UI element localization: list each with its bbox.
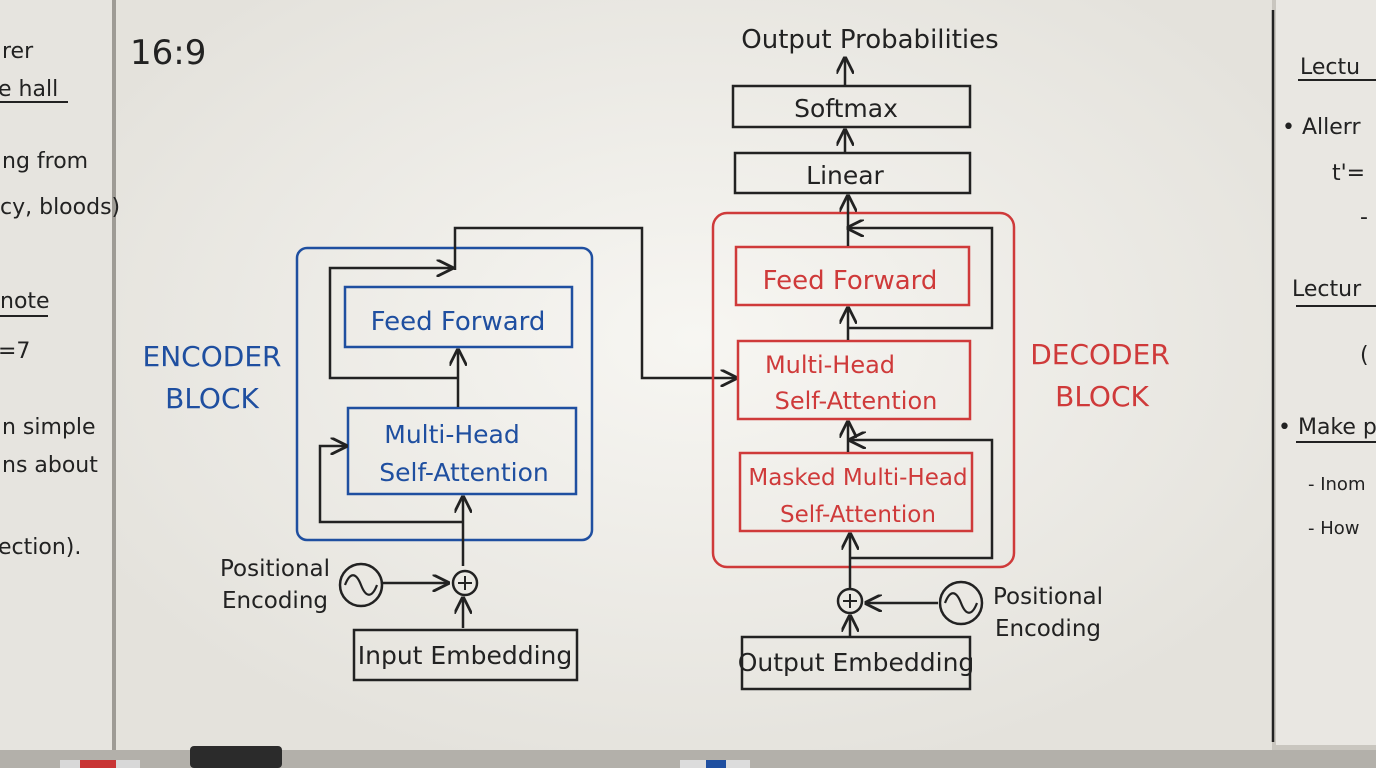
encoder-add-icon [451, 569, 479, 597]
encoder-sine-curve [343, 574, 379, 596]
encoder-label: BLOCK [165, 382, 259, 415]
encoder-ff-residual-arrow [328, 268, 458, 380]
left-note-line: rer [2, 39, 34, 64]
right-note-line: Lectu [1300, 55, 1360, 80]
encoder-block: ENCODER BLOCK Feed Forward Multi-Head Se… [143, 246, 594, 682]
output-embedding-box[interactable] [740, 635, 972, 691]
input-embedding-label: Input Embedding [358, 641, 572, 670]
decoder-ff-residual-arrow [848, 228, 994, 330]
decoder-block: DECODER BLOCK Feed Forward Multi-Head Se… [711, 211, 1170, 691]
encoder-positional-label: Encoding [222, 588, 328, 614]
right-note-line: t'= [1332, 161, 1365, 186]
softmax-label: Softmax [794, 94, 898, 123]
linear-label: Linear [806, 161, 884, 190]
encoder-label: ENCODER [143, 340, 282, 373]
decoder-label: DECODER [1030, 338, 1170, 371]
encoder-feed-forward-box[interactable] [343, 285, 574, 349]
left-note-line: note [0, 289, 50, 314]
linear-box[interactable] [733, 151, 972, 195]
output-embedding-label: Output Embedding [738, 648, 975, 677]
right-note-line: • Make p [1278, 415, 1376, 440]
output-head: Output Probabilities Softmax Linear [731, 25, 999, 246]
decoder-cross-attention-box[interactable] [736, 339, 972, 421]
left-board-panel [0, 0, 112, 750]
encoder-to-decoder-arrow [453, 226, 736, 378]
right-panel-notes: Lectu • Allerr t'= - Lectur ( • Make p -… [1278, 55, 1376, 539]
decoder-feed-forward-box[interactable] [734, 245, 971, 307]
left-note-line: ng from [2, 149, 88, 174]
decoder-sine-curve [943, 592, 979, 614]
left-note-line: ection). [0, 535, 81, 560]
decoder-masked-attention-box[interactable] [738, 451, 974, 533]
decoder-cross-attention-label: Self-Attention [775, 387, 938, 415]
decoder-feed-forward-label: Feed Forward [763, 266, 938, 296]
left-note-line: cy, bloods) [0, 195, 120, 220]
main-board-panel [116, 0, 1272, 752]
decoder-masked-attention-label: Masked Multi-Head [748, 465, 967, 491]
left-note-line: e hall [0, 77, 58, 102]
decoder-positional-label: Encoding [995, 616, 1101, 642]
encoder-feed-forward-label: Feed Forward [371, 307, 546, 337]
right-board-panel [1276, 0, 1376, 745]
right-note-line: • Allerr [1282, 115, 1361, 140]
right-note-line: - How [1308, 518, 1360, 539]
encoder-attention-label: Self-Attention [379, 458, 548, 487]
encoder-attention-residual-arrow [318, 446, 463, 524]
right-note-line: - [1360, 205, 1368, 230]
left-note-line: =7 [0, 339, 30, 364]
input-embedding-box[interactable] [352, 628, 579, 682]
right-note-line: Lectur [1292, 277, 1362, 302]
left-note-line: n simple [2, 415, 96, 440]
decoder-masked-attention-label: Self-Attention [780, 502, 936, 528]
output-probabilities-label: Output Probabilities [741, 25, 998, 55]
encoder-attention-label: Multi-Head [384, 420, 520, 449]
marker-red[interactable] [80, 760, 116, 768]
encoder-positional-label: Positional [220, 556, 330, 582]
decoder-cross-attention-label: Multi-Head [765, 351, 895, 379]
decoder-masked-residual-arrow [850, 440, 994, 560]
marker-blue-band[interactable] [706, 760, 726, 768]
aspect-ratio-label: 16:9 [130, 33, 206, 73]
softmax-box[interactable] [731, 84, 972, 129]
decoder-positional-label: Positional [993, 584, 1103, 610]
left-note-line: ns about [2, 453, 98, 478]
eraser[interactable] [190, 746, 282, 768]
left-panel-notes: rer e hall ng from cy, bloods) note =7 n… [0, 39, 120, 560]
decoder-sine-wave-icon [938, 580, 984, 626]
encoder-sine-wave-icon [338, 562, 384, 608]
encoder-attention-box[interactable] [346, 406, 578, 496]
decoder-add-icon [836, 587, 864, 615]
right-note-line: - Inom [1308, 474, 1365, 495]
right-note-line: ( [1360, 343, 1369, 368]
marker-tray [0, 750, 1376, 768]
decoder-label: BLOCK [1055, 380, 1149, 413]
decoder-outline [711, 211, 1016, 569]
encoder-outline [295, 246, 594, 542]
